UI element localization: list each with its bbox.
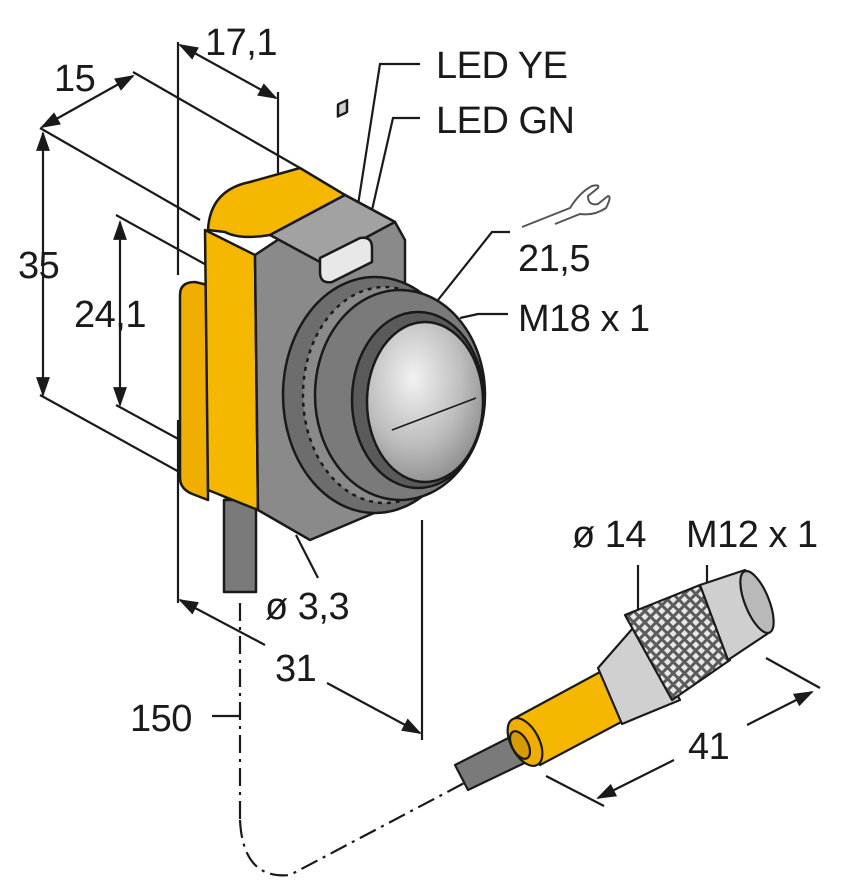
dimension-length-31: 31 bbox=[275, 648, 317, 690]
cable-length-label: 150 bbox=[130, 698, 192, 740]
dimension-depth-17-1: 17,1 bbox=[205, 22, 277, 64]
sensor-housing bbox=[178, 98, 487, 594]
m12-connector bbox=[453, 568, 775, 792]
dimension-height-35: 35 bbox=[18, 245, 60, 287]
wrench-size-label: 21,5 bbox=[518, 238, 590, 280]
thread-m18-label: M18 x 1 bbox=[518, 298, 650, 340]
led-green-label: LED GN bbox=[436, 100, 575, 142]
wrench-icon bbox=[521, 184, 611, 228]
dimension-height-24-1: 24,1 bbox=[74, 294, 146, 336]
dimension-width-15: 15 bbox=[54, 58, 96, 100]
led-yellow-label: LED YE bbox=[436, 45, 568, 87]
connector-length-label: 41 bbox=[688, 726, 730, 768]
dimension-lines bbox=[36, 42, 821, 877]
thread-m12-label: M12 x 1 bbox=[686, 514, 818, 556]
cable-diameter-label: ø 3,3 bbox=[265, 586, 350, 628]
connector-diameter-label: ø 14 bbox=[572, 514, 647, 556]
